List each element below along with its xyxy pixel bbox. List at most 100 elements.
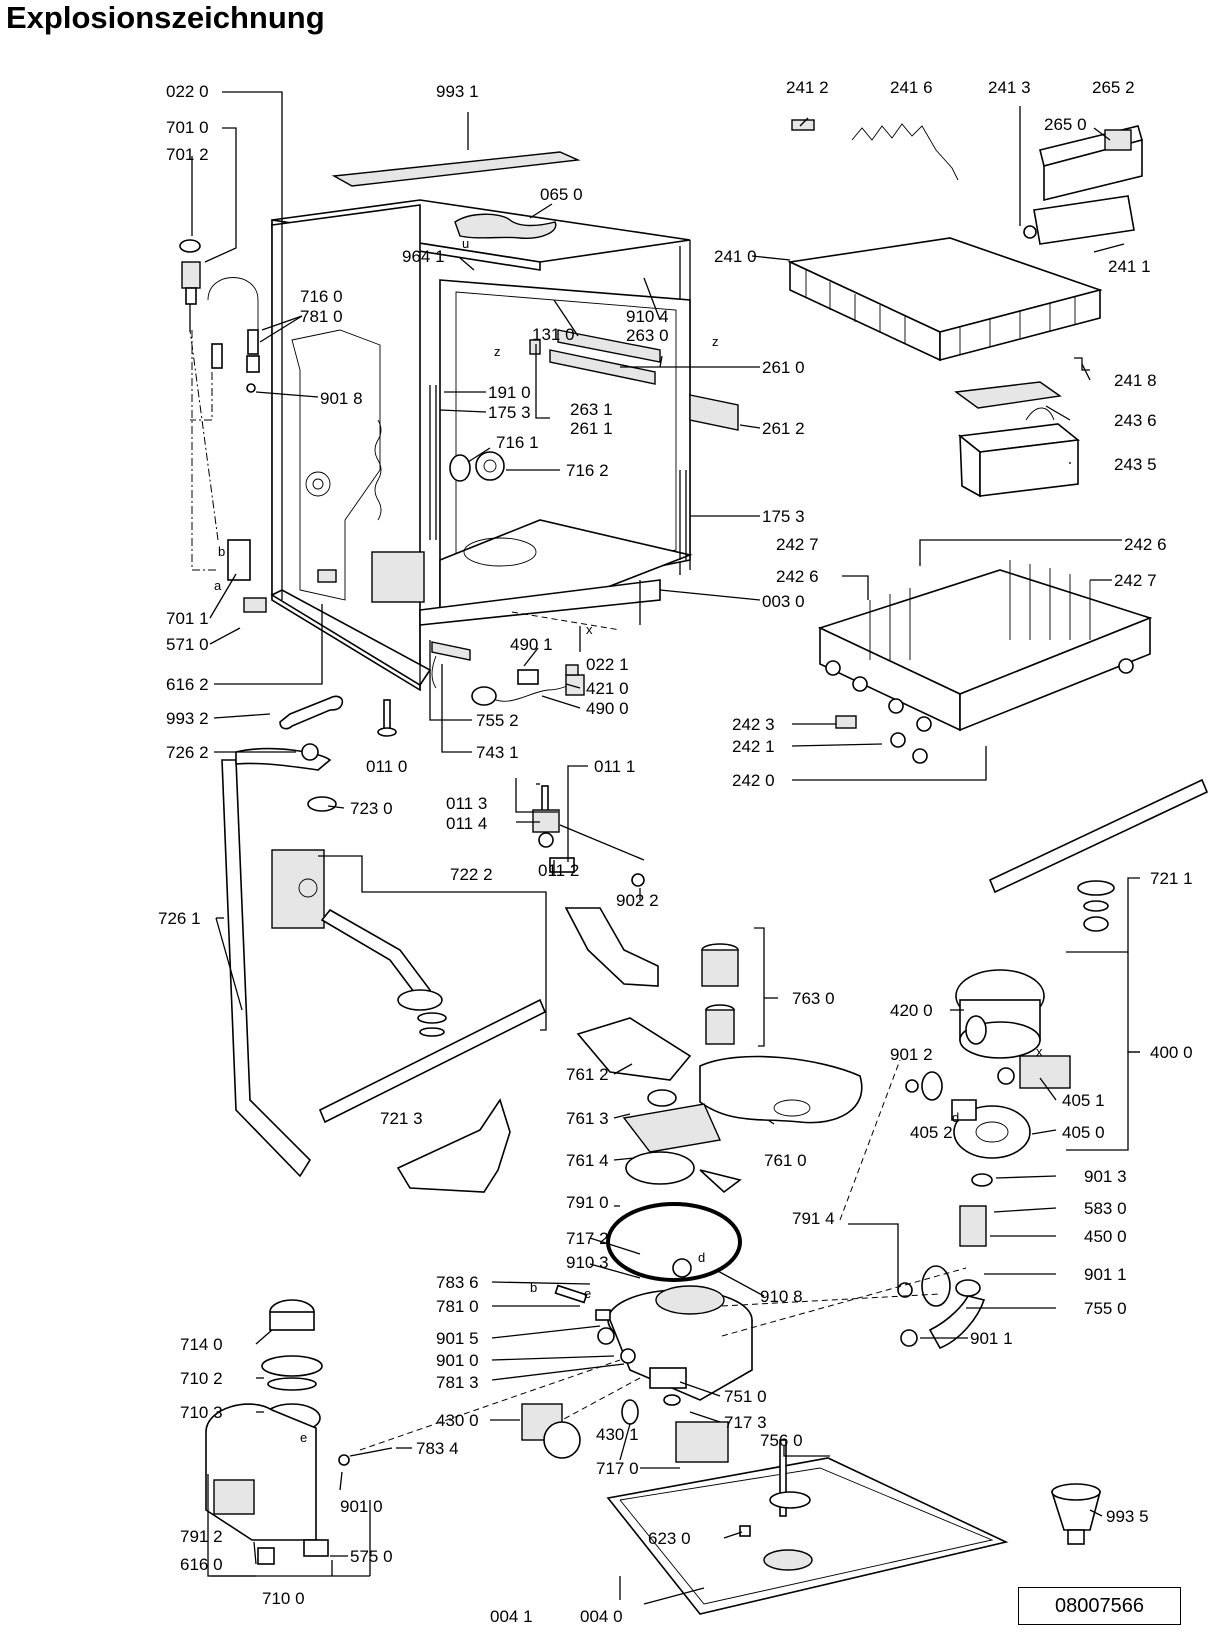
label-4300: 430 0 [436, 1411, 479, 1430]
label-7103: 710 3 [180, 1403, 223, 1422]
label-7211: 721 1 [1150, 869, 1193, 888]
label-1910: 191 0 [488, 383, 531, 402]
label-4301: 430 1 [596, 1425, 639, 1444]
label-1310: 131 0 [532, 325, 575, 344]
page-title: Explosionszeichnung [6, 0, 325, 35]
label-6160: 616 0 [180, 1555, 223, 1574]
callout-lines [191, 91, 1140, 1605]
label-0113: 011 3 [446, 794, 487, 813]
label-0220: 022 0 [166, 82, 209, 101]
label-9935: 993 5 [1106, 1507, 1149, 1526]
label-9932: 993 2 [166, 709, 209, 728]
label-7160: 716 0 [300, 287, 343, 306]
label-7262: 726 2 [166, 743, 209, 762]
letter-b: b [530, 1280, 537, 1295]
label-2427-a: 242 7 [776, 535, 819, 554]
label-0041: 004 1 [490, 1607, 533, 1626]
lower-basket [817, 560, 1153, 764]
label-7161: 716 1 [496, 433, 539, 452]
tub-cabinet [179, 151, 739, 887]
label-2426-a: 242 6 [1124, 535, 1167, 554]
label-7172: 717 2 [566, 1229, 609, 1248]
label-6162: 616 2 [166, 675, 209, 694]
label-7173: 717 3 [724, 1413, 767, 1432]
label-7836: 783 6 [436, 1273, 479, 1292]
label-7230: 723 0 [350, 799, 393, 818]
label-2410: 241 0 [714, 247, 757, 266]
letter-e: e [300, 1430, 307, 1445]
label-2650: 265 0 [1044, 115, 1087, 134]
letter-x: x [586, 622, 593, 637]
label-4200: 420 0 [890, 1001, 933, 1020]
label-9108: 910 8 [760, 1287, 803, 1306]
label-5830: 583 0 [1084, 1199, 1127, 1218]
label-2421: 242 1 [732, 737, 775, 756]
label-7102: 710 2 [180, 1369, 223, 1388]
letter-a: a [214, 578, 222, 593]
label-4210: 421 0 [586, 679, 629, 698]
label-5750: 575 0 [350, 1547, 393, 1566]
label-2427-b: 242 7 [1114, 571, 1157, 590]
top-panel-9931 [331, 151, 581, 187]
label-7834: 783 4 [416, 1439, 459, 1458]
label-7261: 726 1 [158, 909, 201, 928]
label-2611: 261 1 [570, 419, 613, 438]
label-5710: 571 0 [166, 635, 209, 654]
letter-b: b [218, 544, 225, 559]
label-0221: 022 1 [586, 655, 629, 674]
label-7910: 791 0 [566, 1193, 609, 1212]
dashed-guides [189, 329, 967, 1451]
label-7162: 716 2 [566, 461, 609, 480]
letter-e: e [584, 1286, 591, 1301]
label-2630: 263 0 [626, 326, 669, 345]
part-labels: 022 0 993 1 701 0 701 2 065 0 964 1 716 … [158, 78, 1193, 1626]
label-7613: 761 3 [566, 1109, 609, 1128]
upper-basket [787, 119, 1143, 498]
label-2413: 241 3 [988, 78, 1031, 97]
label-2652: 265 2 [1092, 78, 1135, 97]
label-9931: 993 1 [436, 82, 479, 101]
letter-z: z [494, 344, 501, 359]
label-2411: 241 1 [1108, 257, 1151, 276]
label-7010: 701 0 [166, 118, 209, 137]
label-9010-b: 901 0 [340, 1497, 383, 1516]
label-7510: 751 0 [724, 1387, 767, 1406]
label-7912: 791 2 [180, 1527, 223, 1546]
label-7810: 781 0 [300, 307, 343, 326]
label-0111: 011 1 [594, 757, 635, 776]
label-7550: 755 0 [1084, 1299, 1127, 1318]
label-0110: 011 0 [366, 757, 407, 776]
label-4900: 490 0 [586, 699, 629, 718]
label-9011-a: 901 1 [1084, 1265, 1127, 1284]
document-number: 08007566 [1018, 1587, 1181, 1625]
label-0650: 065 0 [540, 185, 583, 204]
label-7140: 714 0 [180, 1335, 223, 1354]
letter-d: d [952, 1110, 959, 1125]
label-4000: 400 0 [1150, 1043, 1193, 1062]
label-7914: 791 4 [792, 1209, 835, 1228]
label-4050: 405 0 [1062, 1123, 1105, 1142]
label-9015: 901 5 [436, 1329, 479, 1348]
label-7813: 781 3 [436, 1373, 479, 1392]
label-9010: 901 0 [436, 1351, 479, 1370]
label-9104: 910 4 [626, 307, 669, 326]
label-7011: 701 1 [166, 609, 209, 628]
label-2416: 241 6 [890, 78, 933, 97]
label-9022: 902 2 [616, 891, 659, 910]
label-2436: 243 6 [1114, 411, 1157, 430]
connection-letters: b a u z z x x d d b e e [214, 236, 1043, 1445]
label-2412: 241 2 [786, 78, 829, 97]
label-0112: 011 2 [538, 861, 579, 880]
label-0040: 004 0 [580, 1607, 623, 1626]
label-4500: 450 0 [1084, 1227, 1127, 1246]
label-9012: 901 2 [890, 1045, 933, 1064]
label-9011-b: 901 1 [970, 1329, 1013, 1348]
label-6230: 623 0 [648, 1529, 691, 1548]
label-7810-b: 781 0 [436, 1297, 479, 1316]
label-9018: 901 8 [320, 389, 363, 408]
letter-z: z [712, 334, 719, 349]
label-7431: 743 1 [476, 743, 519, 762]
label-2426-b: 242 6 [776, 567, 819, 586]
label-2423: 242 3 [732, 715, 775, 734]
